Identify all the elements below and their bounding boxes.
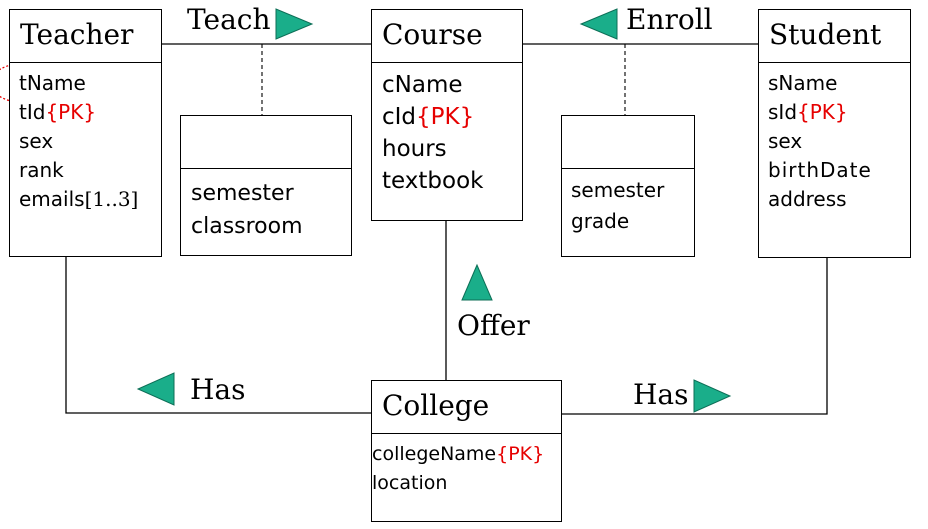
student-attr-address: address (768, 187, 847, 211)
enroll-arrow-icon (579, 8, 618, 40)
offer-arrow-icon (461, 263, 493, 301)
enroll-attr-grade: grade (571, 209, 630, 233)
student-attr-birthdate: birthDate (768, 158, 872, 182)
has-right-line (562, 257, 828, 415)
student-entity: Student sName sId{PK} sex birthDate addr… (758, 9, 911, 258)
college-attr-collegename: collegeName{PK} (372, 443, 545, 465)
teach-attr-classroom: classroom (191, 214, 303, 239)
course-attributes: cName cId{PK} hours textbook (372, 63, 522, 197)
course-title: Course (372, 10, 522, 63)
teach-label: Teach (187, 3, 271, 36)
enroll-label: Enroll (626, 3, 713, 36)
has-right-arrow-icon (693, 379, 732, 413)
college-attributes: collegeName{PK} location (372, 434, 561, 498)
teacher-title: Teacher (10, 10, 161, 63)
teach-attr-semester: semester (191, 181, 294, 206)
college-entity: College collegeName{PK} location (371, 380, 562, 522)
pk-marker: {PK} (416, 104, 475, 130)
pk-marker: {PK} (45, 100, 97, 124)
teacher-attr-emails: emails[1..3] (19, 187, 139, 211)
college-attr-location: location (372, 472, 448, 494)
teacher-entity: Teacher tName tId{PK} sex rank emails[1.… (9, 9, 162, 257)
teach-association-attributes: semester classroom (181, 169, 351, 243)
course-attr-cid: cId{PK} (382, 104, 475, 130)
teach-association-title (181, 116, 351, 169)
pk-marker: {PK} (496, 443, 545, 465)
course-attr-cname: cName (382, 72, 463, 98)
course-attr-textbook: textbook (382, 168, 484, 194)
teacher-attr-rank: rank (19, 158, 64, 182)
teacher-attributes: tName tId{PK} sex rank emails[1..3] (10, 63, 161, 214)
enroll-association-attributes: semester grade (562, 169, 694, 237)
teach-arrow-icon (275, 8, 314, 40)
college-title: College (372, 381, 561, 434)
course-entity: Course cName cId{PK} hours textbook (371, 9, 523, 221)
has-left-line (65, 256, 371, 414)
enroll-association-title (562, 116, 694, 169)
teacher-attr-sex: sex (19, 129, 54, 153)
teacher-attr-tname: tName (19, 71, 86, 95)
student-attributes: sName sId{PK} sex birthDate address (759, 63, 910, 214)
student-title: Student (759, 10, 910, 63)
has-left-label: Has (190, 373, 246, 406)
pk-marker: {PK} (797, 100, 848, 124)
has-right-label: Has (633, 378, 689, 411)
offer-label: Offer (457, 309, 530, 342)
teach-association-box: semester classroom (180, 115, 352, 256)
student-attr-sname: sName (768, 71, 838, 95)
enroll-attr-semester: semester (571, 178, 665, 202)
course-attr-hours: hours (382, 136, 447, 162)
student-attr-sex: sex (768, 129, 803, 153)
has-left-arrow-icon (136, 372, 175, 406)
teacher-attr-tid: tId{PK} (19, 100, 97, 124)
enroll-association-box: semester grade (561, 115, 695, 257)
student-attr-sid: sId{PK} (768, 100, 848, 124)
